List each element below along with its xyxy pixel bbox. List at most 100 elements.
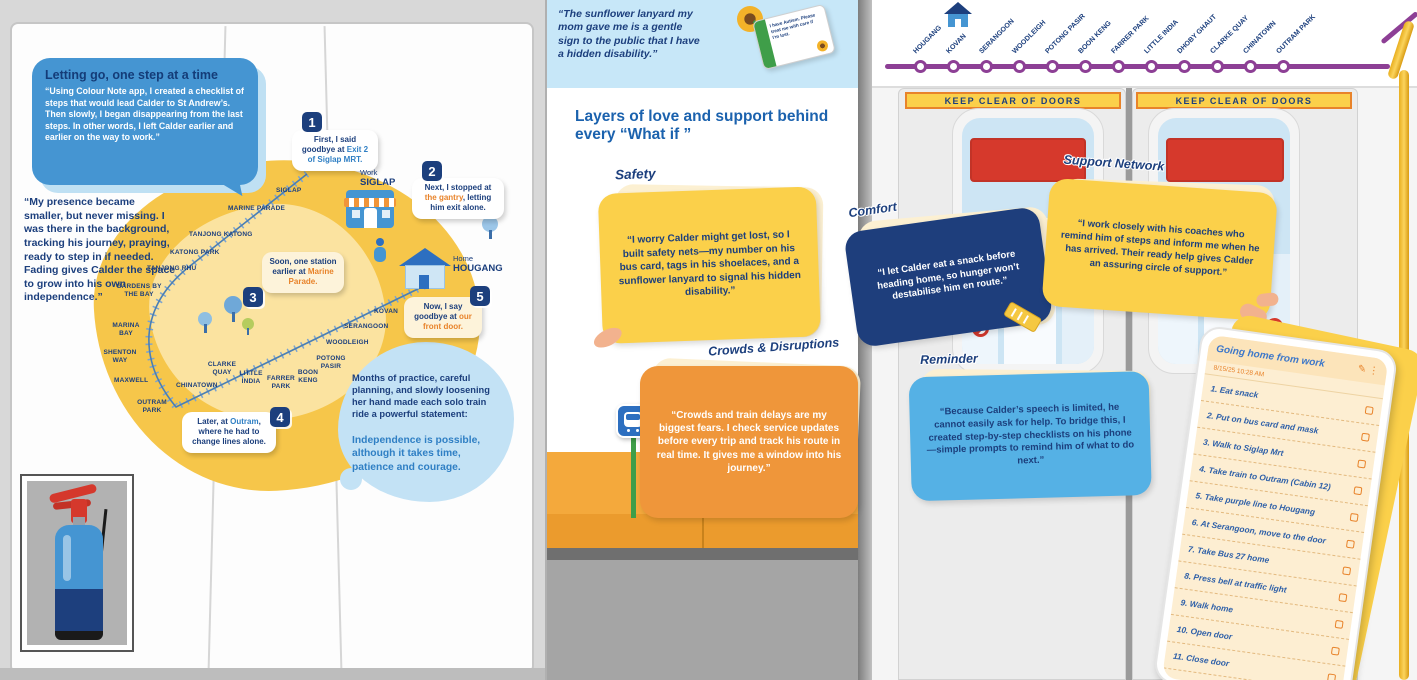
- support-card-group: Support Network “I work closely with his…: [1040, 152, 1291, 338]
- home-house-icon: [399, 248, 451, 290]
- conclusion-intro: Months of practice, careful planning, an…: [352, 373, 490, 420]
- checklist-row-icon: [1330, 646, 1340, 656]
- station-dot: [1178, 60, 1191, 73]
- checklist-text: 10. Open door: [1176, 623, 1233, 642]
- house-icon: [944, 2, 972, 30]
- step-text: Next, I stopped at: [424, 183, 492, 192]
- station-label: WOODLEIGH: [326, 339, 369, 346]
- step-badge-5: 5: [470, 286, 490, 306]
- station-label: MAXWELL: [114, 377, 149, 384]
- extinguisher-body-top: [55, 525, 103, 589]
- comfort-label: Comfort: [847, 199, 898, 221]
- conclusion-blob: [338, 342, 514, 502]
- railway-track: [145, 171, 430, 411]
- station-dot: [1112, 60, 1125, 73]
- reminder-label: Reminder: [919, 351, 978, 367]
- tree-icon: [224, 296, 242, 322]
- tree-icon: [482, 216, 498, 240]
- station-label: SERANGOON: [344, 323, 389, 330]
- reminder-card: “Because Calder’s speech is limited, he …: [908, 371, 1152, 502]
- station-dot: [1145, 60, 1158, 73]
- step-highlight: the gantry: [424, 193, 463, 203]
- checklist-text: 11. Close door: [1172, 650, 1230, 669]
- step-text: Later, at: [197, 417, 231, 426]
- station-dot: [1211, 60, 1224, 73]
- station-dot: [1079, 60, 1092, 73]
- step-badge-2: 2: [422, 161, 442, 181]
- checklist-row-icon: [1338, 593, 1348, 603]
- station-dot: [980, 60, 993, 73]
- checklist-row-icon: [1360, 432, 1370, 442]
- step-bubble-2: Next, I stopped at the gantry, letting h…: [412, 178, 504, 219]
- checklist-text: 7. Take Bus 27 home: [1187, 543, 1270, 565]
- mrt-line: [885, 64, 1390, 69]
- work-label: Work: [360, 168, 378, 177]
- section-heading: Layers of love and support behind every …: [575, 108, 829, 144]
- support-card: “I work closely with his coaches who rem…: [1041, 177, 1278, 322]
- station-label: LITTLE INDIA: [239, 370, 263, 385]
- hand-icon: [1255, 292, 1280, 308]
- checklist-row-icon: [1342, 566, 1352, 576]
- station-label: BOON KENG: [297, 369, 319, 384]
- intro-title: Letting go, one step at a time: [45, 68, 218, 82]
- pencil-icon: ✎: [1356, 363, 1367, 376]
- extinguisher-shine: [63, 535, 71, 581]
- step-badge-1: 1: [302, 112, 322, 132]
- floor: [547, 560, 858, 680]
- checklist-row-icon: [1345, 539, 1355, 549]
- note-header-icons: ✎ ⋮: [1357, 363, 1379, 377]
- step-highlight: Exit 2 of Siglap MRT.: [307, 145, 369, 165]
- checklist-row-icon: [1357, 459, 1367, 469]
- station-label: CLARKE QUAY: [207, 361, 237, 376]
- extinguisher-body-bottom: [55, 589, 103, 631]
- station-dot: [1244, 60, 1257, 73]
- station-dot: [1277, 60, 1290, 73]
- home-station-label: HOUGANG: [453, 263, 503, 274]
- left-floor-strip: [0, 668, 545, 680]
- station-label: FARRER PARK: [267, 375, 295, 390]
- station-label: TANJONG RHU: [147, 265, 197, 272]
- safety-label: Safety: [614, 165, 656, 183]
- step-highlight: Marine Parade.: [288, 267, 334, 287]
- checklist-row-icon: [1364, 405, 1374, 416]
- menu-dots-icon: ⋮: [1368, 364, 1380, 377]
- fire-extinguisher-box: [20, 474, 134, 652]
- red-sign: [970, 138, 1086, 182]
- line-map-divider: [872, 86, 1417, 88]
- safety-card: “I worry Calder might get lost, so I bui…: [597, 186, 821, 344]
- keep-clear-sign: KEEP CLEAR OF DOORS: [1136, 92, 1352, 109]
- mom-figure-icon: [374, 238, 386, 262]
- extinguisher-neck: [73, 517, 85, 525]
- crowds-label: Crowds & Disruptions: [707, 335, 840, 359]
- checklist-row-icon: [1353, 486, 1363, 496]
- floor-edge: [547, 548, 858, 560]
- conclusion-blob-dot: [340, 468, 362, 490]
- crowds-card: “Crowds and train delays are my biggest …: [640, 366, 858, 518]
- intro-speech-bubble: Letting go, one step at a time “Using Co…: [32, 58, 258, 185]
- sign-pole: [631, 436, 636, 518]
- phone-screen: Going home from work ✎ ⋮ 8/15/25 10:28 A…: [1162, 334, 1389, 680]
- checklist-row-icon: [1349, 512, 1359, 522]
- station-label: GARDENS BY THE BAY: [116, 283, 162, 298]
- checklist-row-icon: [1327, 673, 1337, 680]
- checklist-text: 3. Walk to Siglap Mrt: [1202, 436, 1285, 458]
- station-dot: [1013, 60, 1026, 73]
- step-badge-4: 4: [270, 407, 290, 427]
- work-station-label: SIGLAP: [360, 177, 396, 188]
- station-label: CHINATOWN: [176, 382, 218, 389]
- station-label: MARINE PARADE: [228, 205, 286, 212]
- station-dot: [1046, 60, 1059, 73]
- conclusion-statement: Independence is possible, although it ta…: [352, 435, 481, 473]
- station-label: OUTRAM PARK: [137, 399, 167, 414]
- step-bubble-4: Later, at Outram, where he had to change…: [182, 412, 276, 453]
- red-sign: [1166, 138, 1284, 182]
- step-text: First, I said goodbye at: [301, 135, 357, 155]
- step-text: Soon, one station earlier at: [269, 257, 337, 277]
- step-bubble-5: Now, I say goodbye at our front door.: [404, 297, 482, 338]
- comfort-card-group: Comfort “I let Calder eat a snack before…: [837, 176, 1073, 372]
- crowds-card-group: Crowds & Disruptions “Crowds and train d…: [636, 335, 871, 523]
- lanyard-quote: “The sunflower lanyard my mom gave me is…: [558, 8, 700, 61]
- step-text: Now, I say goodbye at: [414, 302, 463, 322]
- station-label: MARINA BAY: [112, 322, 140, 337]
